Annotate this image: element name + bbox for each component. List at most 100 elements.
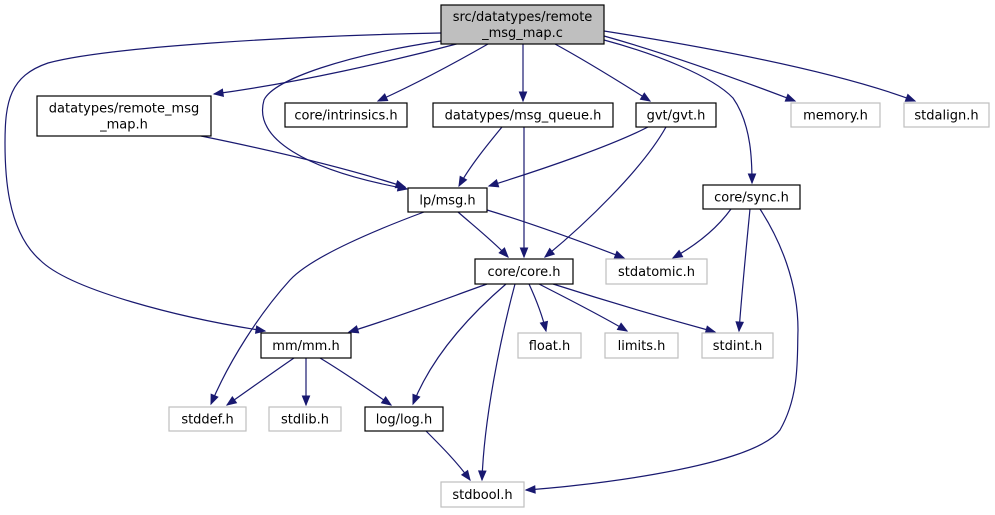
node-box bbox=[701, 332, 774, 359]
edge-root-to-gvt bbox=[554, 43, 652, 102]
node-stdlib: stdlib.h bbox=[268, 406, 342, 432]
node-box bbox=[440, 481, 525, 508]
edge-line bbox=[525, 208, 799, 491]
node-box bbox=[268, 406, 342, 432]
edge-line bbox=[210, 211, 425, 405]
node-label: stdbool.h bbox=[452, 488, 512, 503]
edge-line bbox=[4, 32, 442, 332]
edge-arrowhead bbox=[254, 325, 267, 334]
edge-line bbox=[226, 357, 295, 406]
node-log[interactable]: log/log.h bbox=[364, 406, 444, 432]
edge-root-to-remote-msg-map-h bbox=[212, 40, 469, 98]
edge-arrowhead bbox=[225, 396, 238, 406]
edge-lp-msg-to-stdatomic bbox=[486, 209, 626, 259]
node-stddef: stddef.h bbox=[168, 406, 247, 432]
node-label: log/log.h bbox=[376, 413, 432, 428]
node-label: stdalign.h bbox=[914, 109, 978, 124]
edge-core-to-float bbox=[528, 283, 549, 333]
edge-line bbox=[603, 30, 916, 102]
edge-arrowhead bbox=[784, 93, 797, 102]
node-box bbox=[702, 184, 801, 210]
node-label: _msg_map.c bbox=[481, 26, 563, 41]
node-box bbox=[432, 102, 614, 128]
node-box bbox=[168, 406, 247, 432]
node-label: memory.h bbox=[803, 109, 868, 124]
edge-arrowhead bbox=[539, 320, 549, 333]
node-box bbox=[635, 102, 717, 128]
edge-arrowhead bbox=[543, 247, 556, 258]
edge-line bbox=[481, 283, 516, 481]
edge-msg-queue-to-core bbox=[519, 127, 529, 259]
edge-mm-to-log bbox=[319, 357, 393, 406]
edge-line bbox=[552, 283, 716, 333]
edge-remote-msg-map-h-to-lp-msg bbox=[200, 135, 407, 189]
edge-line bbox=[603, 35, 796, 102]
edge-core-to-stdint bbox=[552, 283, 717, 334]
edge-core-to-stdbool bbox=[477, 283, 516, 482]
edge-arrowhead bbox=[376, 93, 389, 102]
edge-line bbox=[319, 357, 392, 406]
node-box bbox=[260, 332, 352, 359]
edge-line bbox=[377, 43, 489, 102]
node-label: stdint.h bbox=[713, 339, 762, 354]
edge-core-to-limits bbox=[538, 283, 629, 332]
node-box bbox=[284, 102, 408, 128]
edge-arrowhead bbox=[412, 393, 421, 406]
edge-line bbox=[213, 40, 469, 95]
edge-mm-to-stddef bbox=[225, 357, 295, 406]
node-sync[interactable]: core/sync.h bbox=[702, 184, 801, 210]
node-label: limits.h bbox=[618, 339, 666, 354]
edge-line bbox=[603, 39, 753, 184]
node-lp-msg[interactable]: lp/msg.h bbox=[407, 187, 488, 213]
node-root[interactable]: src/datatypes/remote_msg_map.c bbox=[440, 4, 605, 45]
edge-lp-msg-to-stddef bbox=[210, 211, 425, 406]
edge-gvt-to-lp-msg bbox=[487, 126, 649, 188]
node-label: core/core.h bbox=[487, 265, 560, 280]
node-box bbox=[364, 406, 444, 432]
node-box bbox=[517, 332, 582, 359]
edge-arrowhead bbox=[347, 325, 360, 334]
edge-root-to-mm bbox=[4, 32, 442, 334]
edge-arrowhead bbox=[735, 321, 745, 333]
nodes-layer: src/datatypes/remote_msg_map.c datatypes/… bbox=[36, 4, 990, 508]
edge-arrowhead bbox=[380, 396, 393, 406]
edges-layer bbox=[4, 30, 917, 494]
edge-arrowhead bbox=[518, 91, 528, 103]
edge-line bbox=[412, 283, 507, 405]
edge-line bbox=[486, 209, 625, 259]
node-core[interactable]: core/core.h bbox=[474, 258, 574, 285]
edge-mm-to-stdlib bbox=[301, 358, 311, 407]
node-stdalign: stdalign.h bbox=[903, 102, 990, 128]
edge-gvt-to-core bbox=[543, 126, 667, 258]
edge-arrowhead bbox=[458, 175, 468, 188]
edge-sync-to-stdatomic bbox=[671, 208, 732, 259]
node-msg-queue[interactable]: datatypes/msg_queue.h bbox=[432, 102, 614, 128]
node-box bbox=[790, 102, 881, 128]
node-intrinsics[interactable]: core/intrinsics.h bbox=[284, 102, 408, 128]
edge-arrowhead bbox=[394, 179, 407, 189]
edge-core-to-mm bbox=[347, 283, 488, 334]
edge-line bbox=[457, 211, 509, 258]
node-box bbox=[36, 95, 212, 137]
node-box bbox=[903, 102, 990, 128]
node-box bbox=[604, 332, 679, 359]
edge-arrowhead bbox=[639, 92, 652, 102]
edge-sync-to-stdint bbox=[735, 208, 751, 333]
node-label: datatypes/msg_queue.h bbox=[445, 109, 602, 124]
node-label: datatypes/remote_msg bbox=[49, 102, 199, 117]
node-mm[interactable]: mm/mm.h bbox=[260, 332, 352, 359]
node-label: stdlib.h bbox=[281, 413, 329, 428]
node-label: stdatomic.h bbox=[618, 265, 695, 280]
node-stdatomic: stdatomic.h bbox=[605, 258, 708, 285]
edge-arrowhead bbox=[210, 393, 219, 406]
node-gvt[interactable]: gvt/gvt.h bbox=[635, 102, 717, 128]
edge-line bbox=[348, 283, 488, 333]
edge-arrowhead bbox=[487, 179, 500, 188]
node-remote-msg-map-h[interactable]: datatypes/remote_msg_map.h bbox=[36, 95, 212, 137]
edge-arrowhead bbox=[704, 325, 717, 334]
edge-log-to-stdbool bbox=[425, 430, 471, 482]
node-box bbox=[605, 258, 708, 285]
node-box bbox=[407, 187, 488, 213]
node-label: lp/msg.h bbox=[419, 194, 475, 209]
edge-root-to-intrinsics bbox=[376, 43, 489, 102]
